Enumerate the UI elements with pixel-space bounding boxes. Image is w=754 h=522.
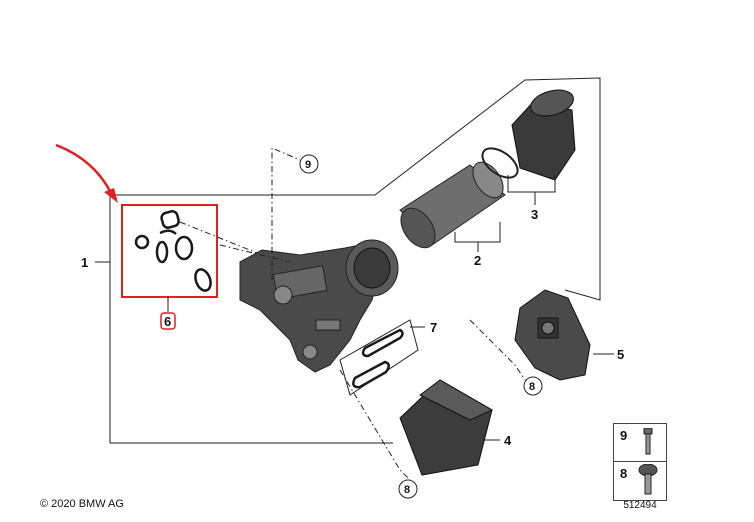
label-8b-leader [339,369,411,481]
label-3-leader [507,175,556,193]
label-9-circle [299,154,319,174]
legend-9-label: 9 [620,428,628,443]
label-8b-text: 8 [404,484,410,496]
gasket-outline [339,319,419,396]
bolt-8-icon [638,464,658,495]
filter-cap [511,89,576,181]
label-9-text: 9 [305,159,311,171]
seal-kit [134,210,212,292]
assembly-outline-top [110,77,601,301]
legend-8-label: 8 [620,466,628,481]
label-8a-leader [469,319,526,381]
label-8a-circle [523,376,543,396]
bolt-9-icon [643,428,653,455]
heat-exchanger [399,379,494,476]
filter-o-ring [481,147,519,179]
legend-divider [614,461,666,462]
label-6: 6 [164,314,171,329]
label-2: 2 [474,253,481,268]
thermostat-housing [514,289,591,381]
fastener-legend: 9 8 [613,423,667,501]
filter-element [399,161,506,249]
label-5: 5 [617,347,624,362]
gasket-set [352,328,404,389]
assembly-dash-line [219,244,291,263]
label-8a-text: 8 [529,381,535,393]
highlight-arrow [55,143,118,203]
label-7: 7 [430,320,437,335]
label-6-box [160,312,176,330]
part-number: 512494 [623,500,657,511]
label-9-leader [271,147,301,280]
label-1: 1 [81,255,88,270]
highlight-box [121,204,218,298]
label-4: 4 [504,433,512,448]
seal-dash-leader [179,221,263,256]
oil-filter-housing [239,239,399,373]
copyright: © 2020 BMW AG [40,498,124,510]
label-8b-circle [398,479,418,499]
label-3: 3 [531,207,538,222]
assembly-outline [109,195,393,444]
